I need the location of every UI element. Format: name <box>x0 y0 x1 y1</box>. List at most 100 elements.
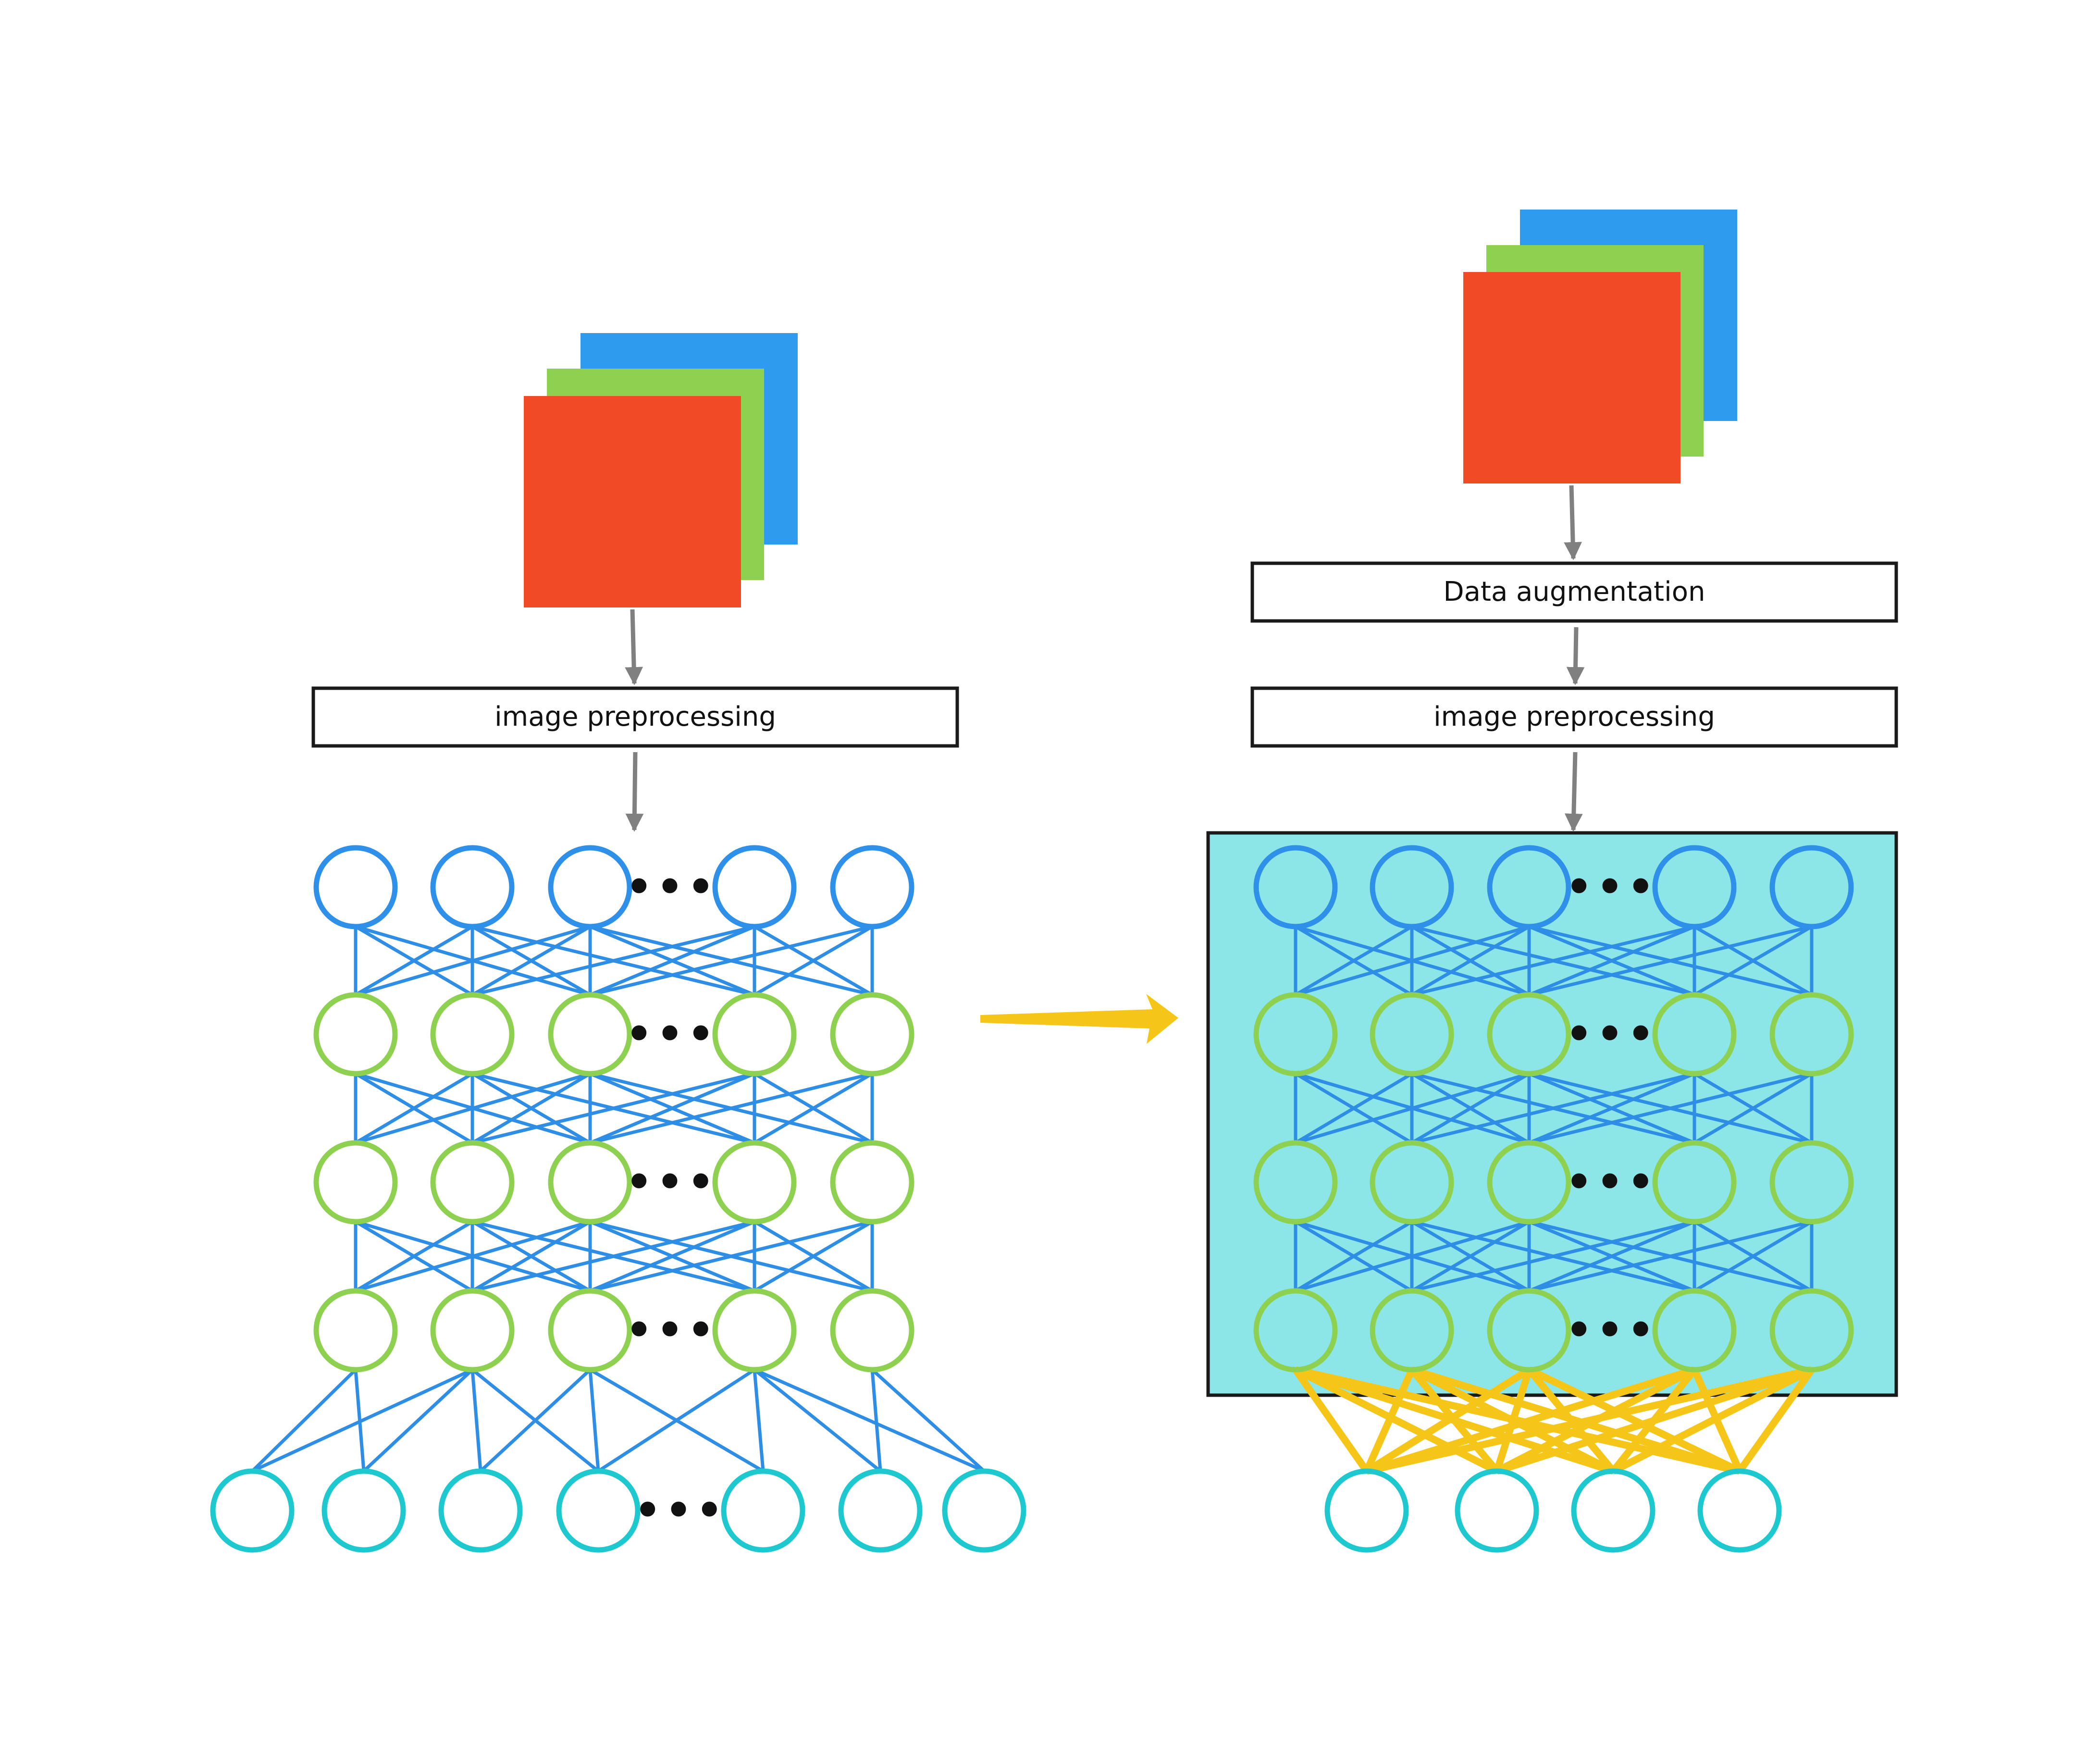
right-arrow-image-to-augmentation <box>1564 485 1582 560</box>
hidden-neuron <box>1370 1140 1454 1225</box>
connection <box>589 1072 755 1145</box>
hidden-neuron <box>1769 1140 1854 1225</box>
hidden-neuron <box>430 1288 515 1373</box>
right-image-stack <box>1463 210 1737 483</box>
hidden-neuron <box>830 992 914 1077</box>
connection <box>1295 1220 1413 1293</box>
hidden-neuron <box>1769 992 1854 1077</box>
output-neuron <box>1324 1468 1409 1553</box>
left-network-neurons <box>210 845 1026 1553</box>
output-connection <box>1495 1366 1813 1475</box>
flow-arrows <box>625 485 1585 832</box>
right-preprocessing-box: image preprocessing <box>1250 686 1898 748</box>
connection <box>472 1072 755 1145</box>
connection <box>1693 1220 1813 1293</box>
input-neuron <box>1487 845 1571 929</box>
right-network-output-connections <box>1292 1366 1815 1475</box>
input-neuron <box>1769 845 1854 929</box>
hidden-neuron <box>548 992 632 1077</box>
hidden-neuron <box>313 1288 398 1373</box>
hidden-neuron <box>1370 1288 1454 1373</box>
input-neuron <box>430 845 515 929</box>
right-augmentation-box: Data augmentation <box>1250 561 1898 623</box>
hidden-neuron <box>1652 992 1737 1077</box>
output-connection <box>1527 1366 1742 1474</box>
left-network-connections <box>354 925 874 1293</box>
output-connection <box>251 1368 473 1473</box>
output-neuron <box>1455 1468 1539 1553</box>
output-neuron <box>1697 1468 1782 1553</box>
connection <box>1295 1072 1413 1145</box>
connection <box>1295 925 1530 997</box>
ellipsis-dots: ••• <box>1566 1009 1658 1059</box>
connection <box>754 1220 873 1293</box>
connection <box>1693 1072 1813 1145</box>
hidden-neuron <box>1370 992 1454 1077</box>
ellipsis-dots: ••• <box>1566 862 1658 912</box>
connection <box>1528 1072 1695 1145</box>
hidden-neuron <box>1487 1288 1571 1373</box>
output-connection <box>1736 1367 1815 1474</box>
hidden-neuron <box>548 1288 632 1373</box>
connection <box>1528 1220 1695 1293</box>
connection <box>1528 925 1695 997</box>
output-connection <box>1611 1366 1814 1474</box>
output-connection <box>753 1369 765 1472</box>
right-network-neurons <box>1253 845 1854 1553</box>
output-neuron <box>321 1468 406 1553</box>
output-connection <box>1363 1368 1415 1473</box>
output-connection <box>362 1368 474 1473</box>
hidden-neuron <box>1652 1288 1737 1373</box>
output-connection <box>1493 1368 1533 1473</box>
connection <box>589 1220 755 1293</box>
output-connection <box>870 1369 882 1472</box>
connection <box>1529 1220 1812 1293</box>
left-arrow-image-to-preprocessing <box>625 609 643 685</box>
connection <box>1411 925 1695 997</box>
output-connection <box>1292 1367 1370 1474</box>
connection <box>590 1072 873 1145</box>
right-arrow-preprocessing-to-network <box>1564 752 1583 832</box>
right-arrow-augmentation-to-preprocessing <box>1566 627 1585 685</box>
hidden-neuron <box>430 1140 515 1225</box>
left-preprocessing-box: image preprocessing <box>311 686 959 748</box>
hidden-neuron <box>712 1288 797 1373</box>
connection <box>1295 1220 1530 1293</box>
connection <box>355 1220 591 1293</box>
connection <box>355 925 473 997</box>
input-neuron <box>548 845 632 929</box>
hidden-neuron <box>430 992 515 1077</box>
connection <box>1411 925 1530 997</box>
hidden-neuron <box>1769 1288 1854 1373</box>
output-connection <box>754 1368 985 1473</box>
output-connection <box>1365 1366 1696 1475</box>
connection <box>471 925 591 997</box>
hidden-neuron <box>1487 1140 1571 1225</box>
right-red-channel <box>1463 272 1680 483</box>
connection <box>472 1220 755 1293</box>
output-connection <box>871 1368 986 1473</box>
output-connection <box>479 1368 592 1473</box>
connection <box>355 1220 473 1293</box>
output-connection <box>1526 1367 1616 1474</box>
hidden-neuron <box>1253 1140 1338 1225</box>
hidden-neuron <box>548 1140 632 1225</box>
output-neuron <box>556 1468 641 1553</box>
hidden-neuron <box>1487 992 1571 1077</box>
hidden-neuron <box>1253 992 1338 1077</box>
right-preprocessing-label: image preprocessing <box>1433 701 1715 732</box>
output-neuron <box>942 1468 1026 1553</box>
ellipsis-dots: ••• <box>626 862 718 912</box>
transfer-arrow-icon <box>980 994 1178 1044</box>
connection <box>589 925 755 997</box>
connection <box>1411 1072 1530 1145</box>
output-connection <box>588 1369 600 1472</box>
connection <box>1295 1072 1530 1145</box>
connection <box>471 1220 591 1293</box>
left-network-output-connections <box>251 1368 986 1473</box>
left-preprocessing-label: image preprocessing <box>494 701 776 732</box>
output-neuron <box>1571 1468 1655 1553</box>
input-neuron <box>830 845 914 929</box>
hidden-neuron <box>830 1140 914 1225</box>
output-neuron <box>721 1468 805 1553</box>
